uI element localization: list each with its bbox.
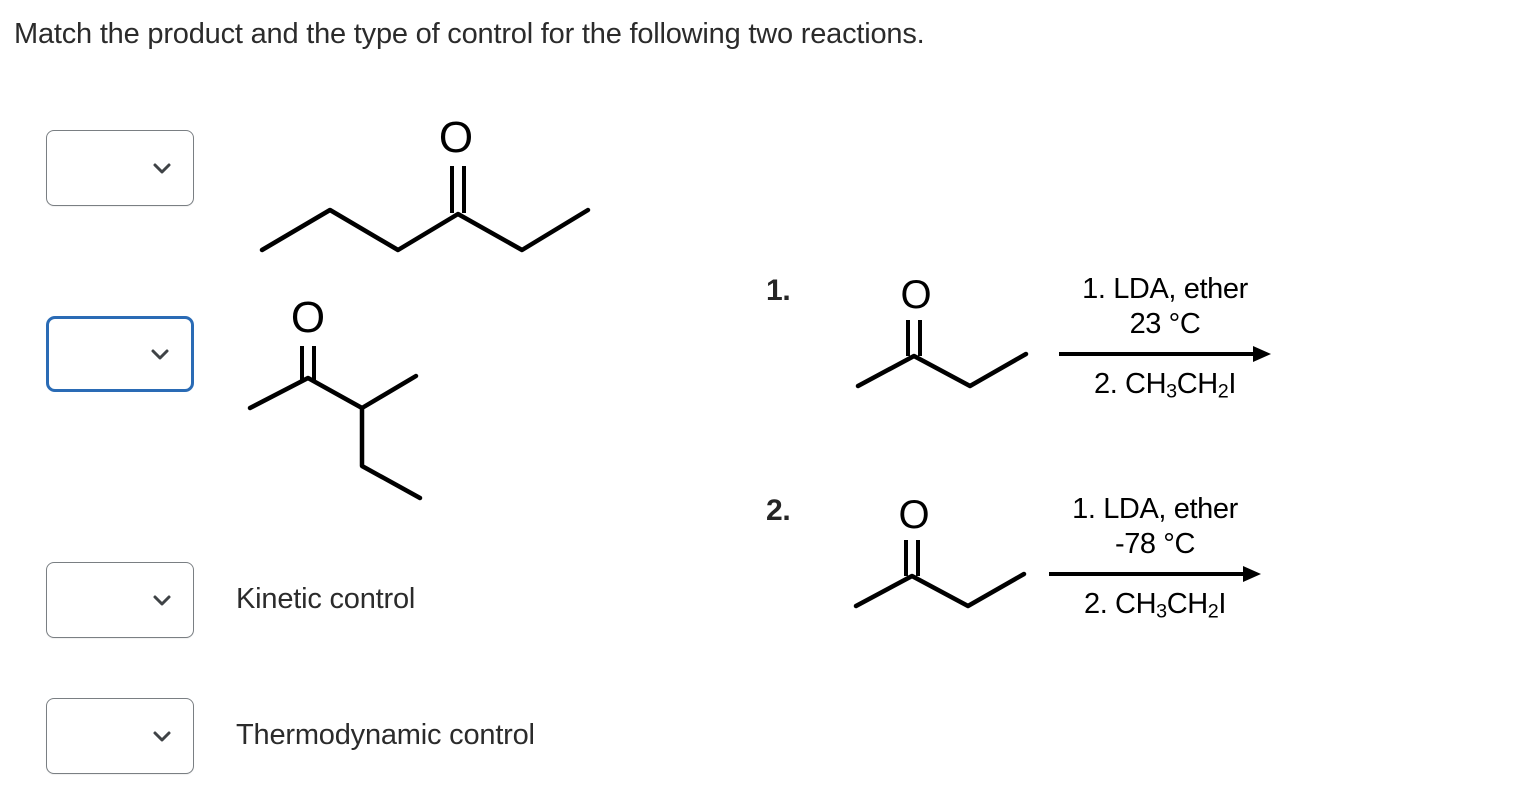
reaction-2-conditions: 1. LDA, ether -78 °C 2. CH3CH2I	[1030, 492, 1280, 624]
reaction-2-condition-above-line1: 1. LDA, ether	[1072, 493, 1238, 525]
reaction-arrow-right-icon	[1040, 345, 1290, 363]
reaction-1-condition-above-line1: 1. LDA, ether	[1082, 273, 1248, 305]
chevron-down-icon	[151, 157, 173, 179]
answer-dropdown-3[interactable]	[46, 562, 194, 638]
structure-2-oxygen-label: O	[291, 293, 325, 342]
answer-dropdown-1[interactable]	[46, 130, 194, 206]
reaction-1-condition-above-line2: 23 °C	[1129, 308, 1201, 341]
reaction-2-substrate-structure: O	[840, 490, 1040, 615]
reaction-2-condition-below: 2. CH3CH2I	[1083, 587, 1227, 623]
reaction-1-number: 1.	[766, 274, 791, 307]
option-label-kinetic-control: Kinetic control	[236, 583, 416, 615]
reaction-1-oxygen-label: O	[900, 273, 931, 317]
reaction-arrow-right-icon	[1030, 565, 1280, 583]
structure-3-methyl-2-pentanone: O	[240, 290, 470, 520]
option-label-thermodynamic-control: Thermodynamic control	[236, 719, 535, 751]
answer-dropdown-4[interactable]	[46, 698, 194, 774]
reaction-1-conditions: 1. LDA, ether 23 °C 2. CH3CH2I	[1040, 272, 1290, 404]
reaction-1-substrate-structure: O	[840, 270, 1040, 395]
structure-3-hexanone: O	[240, 110, 610, 270]
reaction-2-oxygen-label: O	[898, 493, 929, 537]
reaction-2-number: 2.	[766, 494, 791, 527]
chevron-down-icon	[151, 725, 173, 747]
chevron-down-icon	[149, 343, 171, 365]
reaction-1-condition-below: 2. CH3CH2I	[1093, 367, 1237, 403]
answer-dropdown-2[interactable]	[46, 316, 194, 392]
chevron-down-icon	[151, 589, 173, 611]
page-title: Match the product and the type of contro…	[14, 18, 925, 50]
reaction-2-condition-above-line2: -78 °C	[1114, 528, 1196, 561]
structure-1-oxygen-label: O	[439, 113, 473, 162]
